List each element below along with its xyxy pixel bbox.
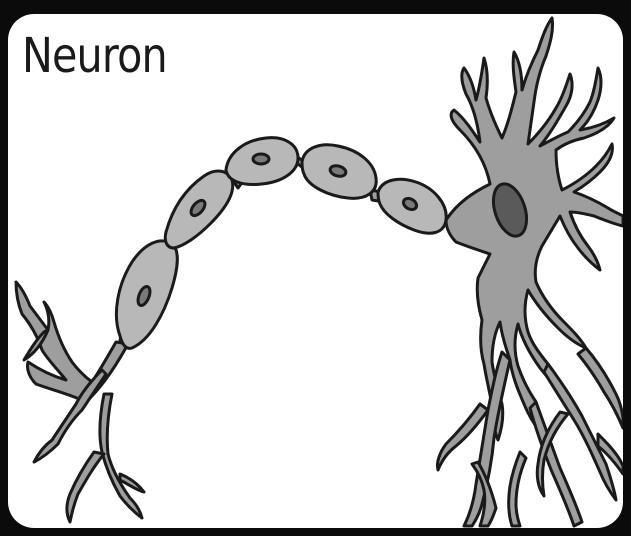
axon-terminal [16, 282, 128, 402]
axon-terminal [100, 394, 142, 518]
dendrite [578, 348, 623, 428]
diagram-card: Neuron [8, 14, 623, 528]
neuron-illustration [8, 14, 623, 528]
dendrite [509, 452, 526, 526]
axon-terminal [67, 452, 104, 522]
myelin-segment-spot [253, 154, 269, 164]
